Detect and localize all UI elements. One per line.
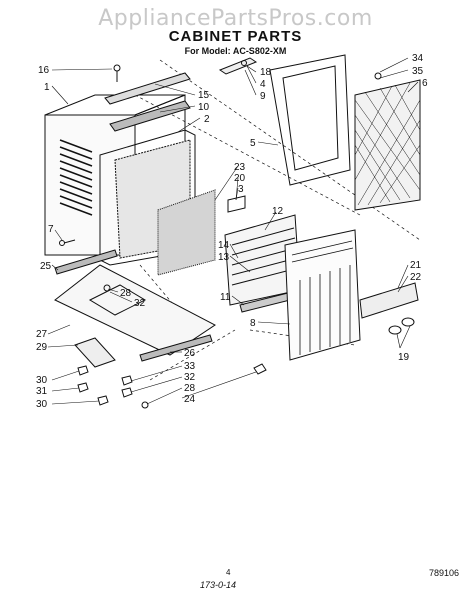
- support-rail-left: [54, 249, 118, 275]
- callout-15: 15: [198, 90, 210, 101]
- callout-32-lower: 32: [184, 372, 196, 383]
- callout-4: 4: [260, 79, 266, 90]
- mounting-bracket: [74, 337, 116, 368]
- hardware-fasteners: [59, 64, 382, 409]
- callout-29: 29: [36, 342, 48, 353]
- filter-pad: [157, 189, 216, 276]
- callout-32: 32: [134, 298, 146, 309]
- cabinet-shell: [44, 94, 186, 256]
- top-bracket: [218, 57, 258, 75]
- louver-assembly: [224, 214, 301, 306]
- callout-21: 21: [410, 260, 422, 271]
- callout-8: 8: [250, 318, 256, 329]
- callout-leader-lines: [47, 57, 419, 405]
- callout-24: 24: [184, 394, 196, 405]
- callout-23: 23: [234, 162, 246, 173]
- side-panel-frame: [269, 54, 351, 186]
- callout-28-lower: 28: [184, 383, 196, 394]
- callout-3: 3: [238, 184, 244, 195]
- callout-30: 30: [36, 375, 48, 386]
- front-grille-mesh: [354, 79, 421, 211]
- watermark: AppliancePartsPros.com: [98, 6, 373, 31]
- callout-13: 13: [218, 252, 230, 263]
- callout-2: 2: [204, 114, 210, 125]
- callout-1: 1: [44, 82, 50, 93]
- model-subtitle: For Model: AC-S802-XM: [184, 46, 287, 56]
- callout-30-lower: 30: [36, 399, 48, 410]
- control-knobs: [388, 317, 415, 335]
- handwritten-note: 173-0-14: [200, 580, 237, 590]
- callout-14: 14: [218, 240, 230, 251]
- top-seal-strip: [109, 100, 191, 132]
- base-pan-recess: [88, 284, 147, 316]
- front-grille-panel: [284, 229, 361, 361]
- top-rail: [104, 72, 191, 105]
- callout-35: 35: [412, 66, 424, 77]
- callout-31: 31: [36, 386, 48, 397]
- callout-6: 6: [422, 78, 428, 89]
- control-panel: [359, 282, 419, 319]
- callout-7: 7: [48, 224, 54, 235]
- callout-12: 12: [272, 206, 284, 217]
- diagram-code: 789106: [428, 568, 459, 578]
- callout-16: 16: [38, 65, 50, 76]
- support-rail-right: [139, 334, 213, 362]
- callout-34: 34: [412, 53, 424, 64]
- callout-18: 18: [260, 67, 272, 78]
- callout-26: 26: [184, 348, 196, 359]
- callout-20: 20: [234, 173, 246, 184]
- callout-27: 27: [36, 329, 48, 340]
- callout-28: 28: [120, 288, 132, 299]
- callout-10: 10: [198, 102, 210, 113]
- base-pan: [54, 264, 216, 356]
- callout-9: 9: [260, 91, 266, 102]
- diagram-title: CABINET PARTS: [168, 28, 303, 45]
- callout-5: 5: [250, 138, 256, 149]
- callout-22: 22: [410, 272, 422, 283]
- callout-19: 19: [398, 352, 410, 363]
- callout-33: 33: [184, 361, 196, 372]
- assembly-guide-lines: [134, 59, 421, 381]
- side-panel-inner: [282, 65, 339, 171]
- callout-11: 11: [220, 292, 231, 303]
- callout-25: 25: [40, 261, 52, 272]
- clip-bracket: [227, 195, 246, 213]
- page-number: 4: [226, 568, 231, 577]
